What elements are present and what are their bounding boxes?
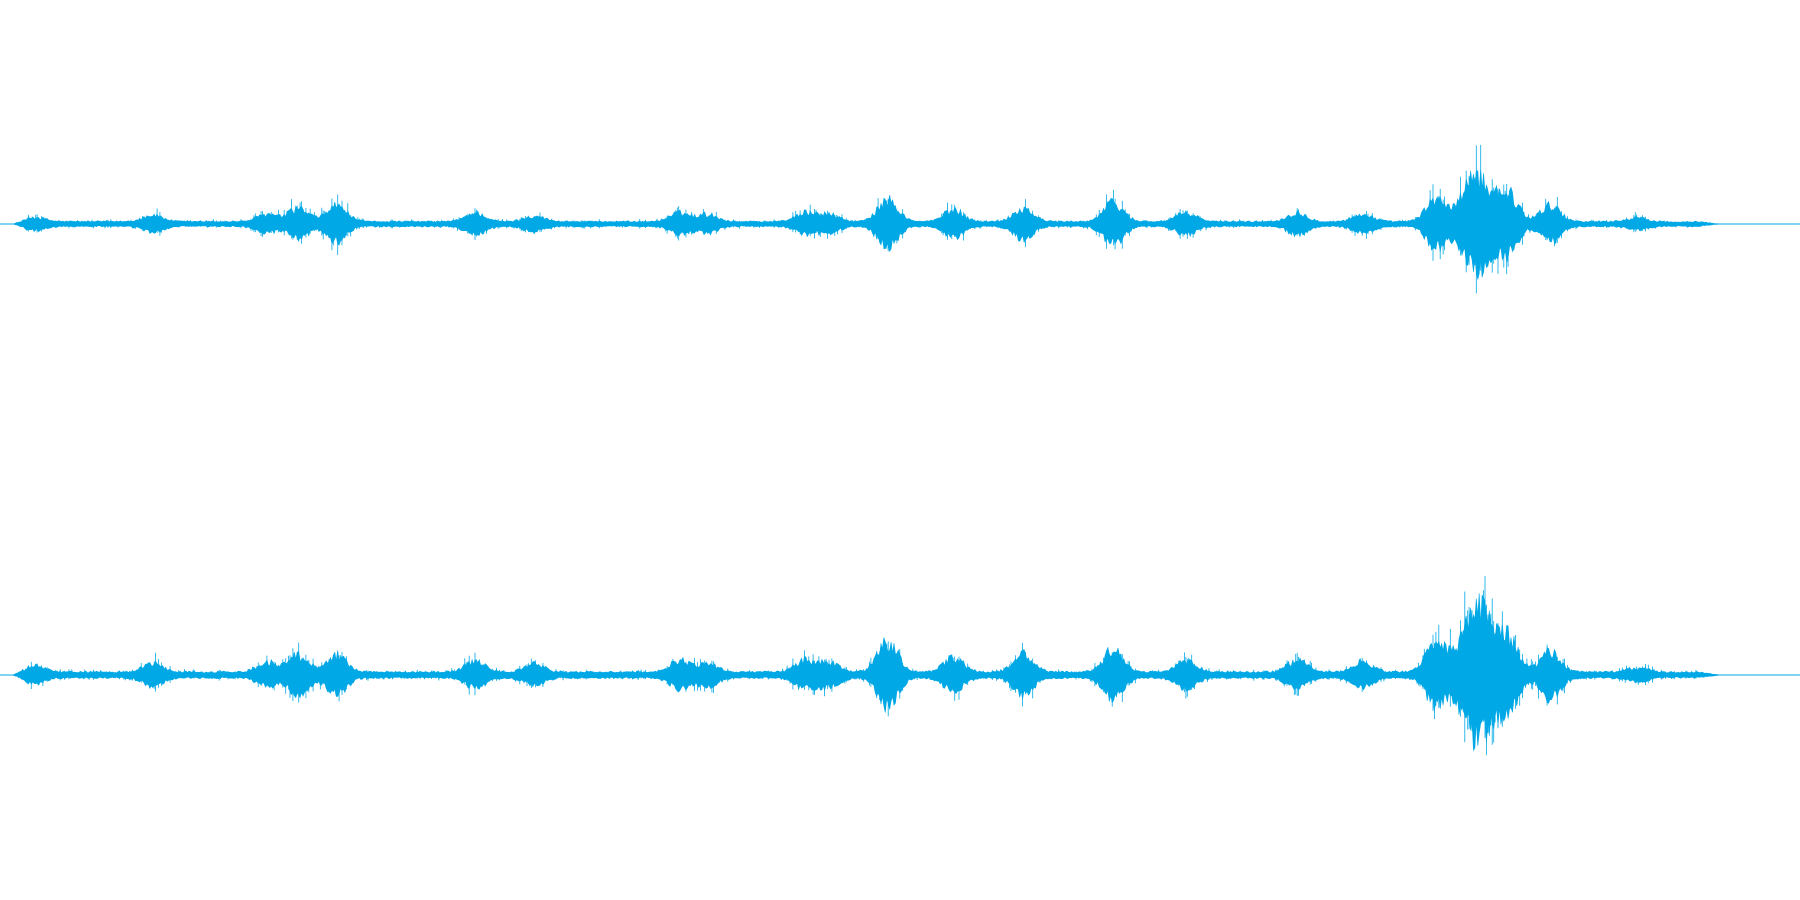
waveform-envelope [13,169,1748,280]
waveform-channel-right [0,576,1800,756]
waveform-channel-left [0,144,1800,294]
